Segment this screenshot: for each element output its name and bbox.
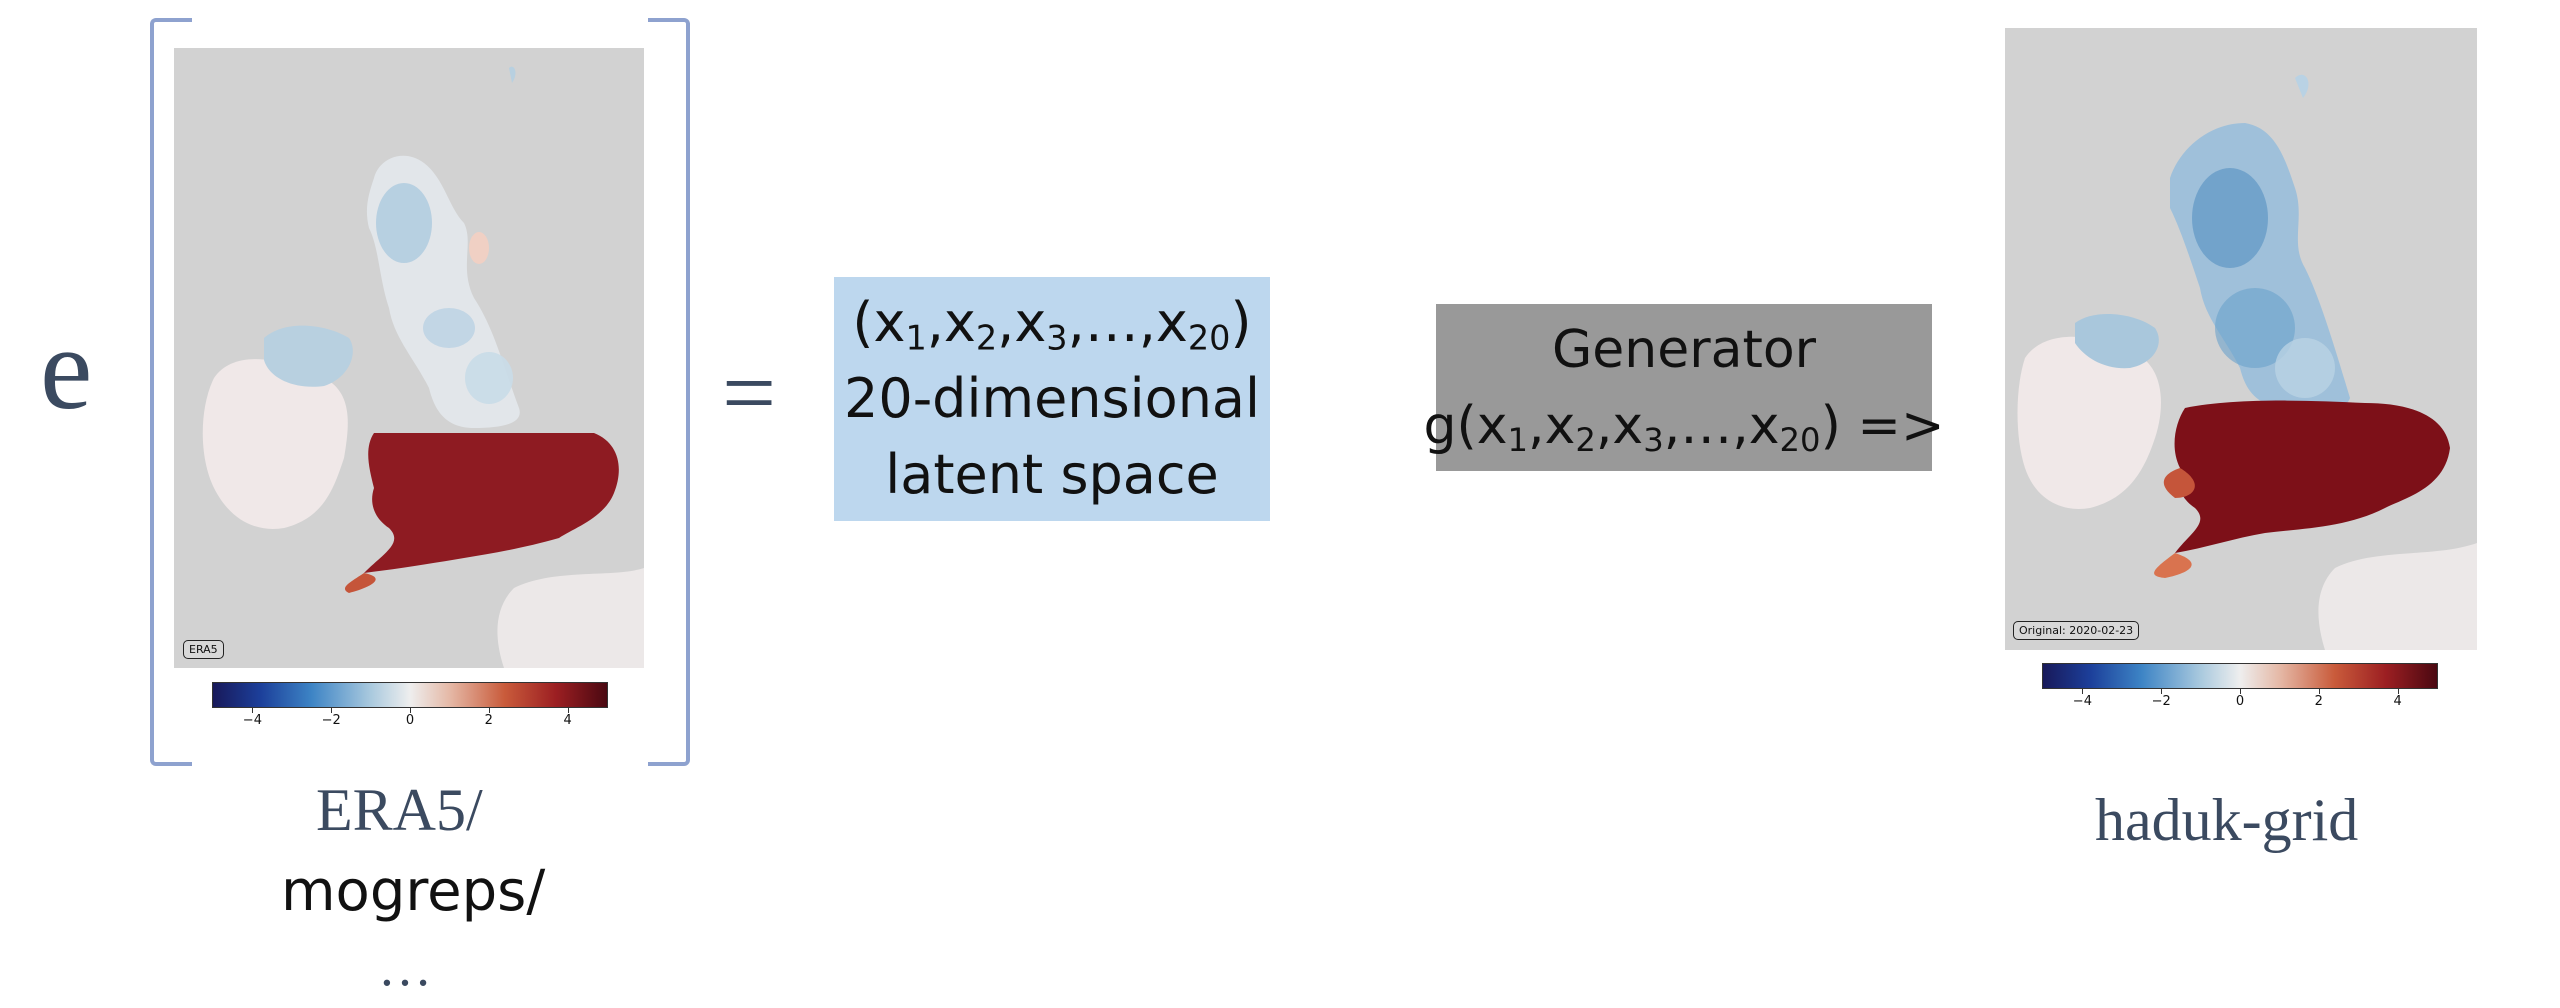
era5-source-label: ERA5/ bbox=[316, 777, 483, 843]
colorbar-tick bbox=[331, 707, 333, 713]
south-england-shape bbox=[2174, 400, 2450, 553]
colorbar-tick-label: −4 bbox=[242, 713, 262, 728]
latent-space-text: latent space bbox=[885, 443, 1219, 506]
latent-dimension-text: 20-dimensional bbox=[843, 367, 1261, 430]
northern-ireland-shape bbox=[2075, 313, 2159, 369]
colorbar-tick bbox=[2318, 688, 2320, 694]
colorbar-tick-label: 0 bbox=[2235, 694, 2245, 709]
ireland-shape bbox=[202, 359, 348, 529]
haduk-map-graphic bbox=[2017, 74, 2477, 650]
colorbar-tick-label: 4 bbox=[2393, 694, 2402, 709]
mogreps-source-label: mogreps/ bbox=[281, 859, 546, 924]
colorbar-tick bbox=[252, 707, 254, 713]
colorbar-tick-label: −2 bbox=[321, 713, 341, 728]
colorbar-tick-label: −4 bbox=[2072, 694, 2092, 709]
northern-ireland-shape bbox=[264, 325, 353, 387]
colorbar-tick-label: −2 bbox=[2151, 694, 2171, 709]
colorbar-tick bbox=[2397, 688, 2399, 694]
era5-map-graphic bbox=[202, 66, 644, 668]
latent-vector-text: (x1,x2,x3,…,x20) bbox=[852, 291, 1252, 358]
colorbar-tick bbox=[2161, 688, 2163, 694]
haduk-colorbar: −4 −2 0 2 4 bbox=[2042, 663, 2438, 709]
ireland-shape bbox=[2017, 336, 2161, 509]
haduk-grid-anomaly-map bbox=[2005, 28, 2477, 650]
colorbar-tick bbox=[567, 707, 569, 713]
e-symbol: e bbox=[40, 303, 93, 434]
colorbar-tick-label: 2 bbox=[484, 713, 493, 728]
left-bracket bbox=[150, 18, 192, 766]
generator-function-text: g(x1,x2,x3,…,x20) => bbox=[1423, 395, 1945, 459]
colorbar-tick-label: 2 bbox=[2314, 694, 2323, 709]
generator-title: Generator bbox=[1551, 319, 1817, 380]
era5-colorbar: −4 −2 0 2 4 bbox=[212, 682, 608, 728]
latent-space-box: (x1,x2,x3,…,x20) 20-dimensional latent s… bbox=[834, 277, 1270, 521]
colorbar-tick-label: 4 bbox=[563, 713, 572, 728]
right-bracket bbox=[648, 18, 690, 766]
colorbar-tick-label: 0 bbox=[405, 713, 415, 728]
south-england-shape bbox=[364, 433, 619, 573]
colorbar-tick bbox=[488, 707, 490, 713]
haduk-grid-label: haduk-grid bbox=[2095, 787, 2359, 853]
colorbar-tick bbox=[2240, 688, 2241, 694]
more-sources-ellipsis: … bbox=[378, 937, 432, 997]
france-coast-shape bbox=[497, 568, 644, 668]
colorbar-tick bbox=[2082, 688, 2084, 694]
era5-map-tag: ERA5 bbox=[183, 640, 224, 659]
colorbar-tick bbox=[410, 707, 411, 713]
haduk-map-tag: Original: 2020-02-23 bbox=[2013, 621, 2140, 640]
era5-anomaly-map bbox=[174, 48, 644, 668]
france-coast-shape bbox=[2318, 543, 2477, 650]
generator-box: Generator g(x1,x2,x3,…,x20) => bbox=[1423, 304, 1945, 471]
equals-symbol: = bbox=[722, 339, 777, 446]
